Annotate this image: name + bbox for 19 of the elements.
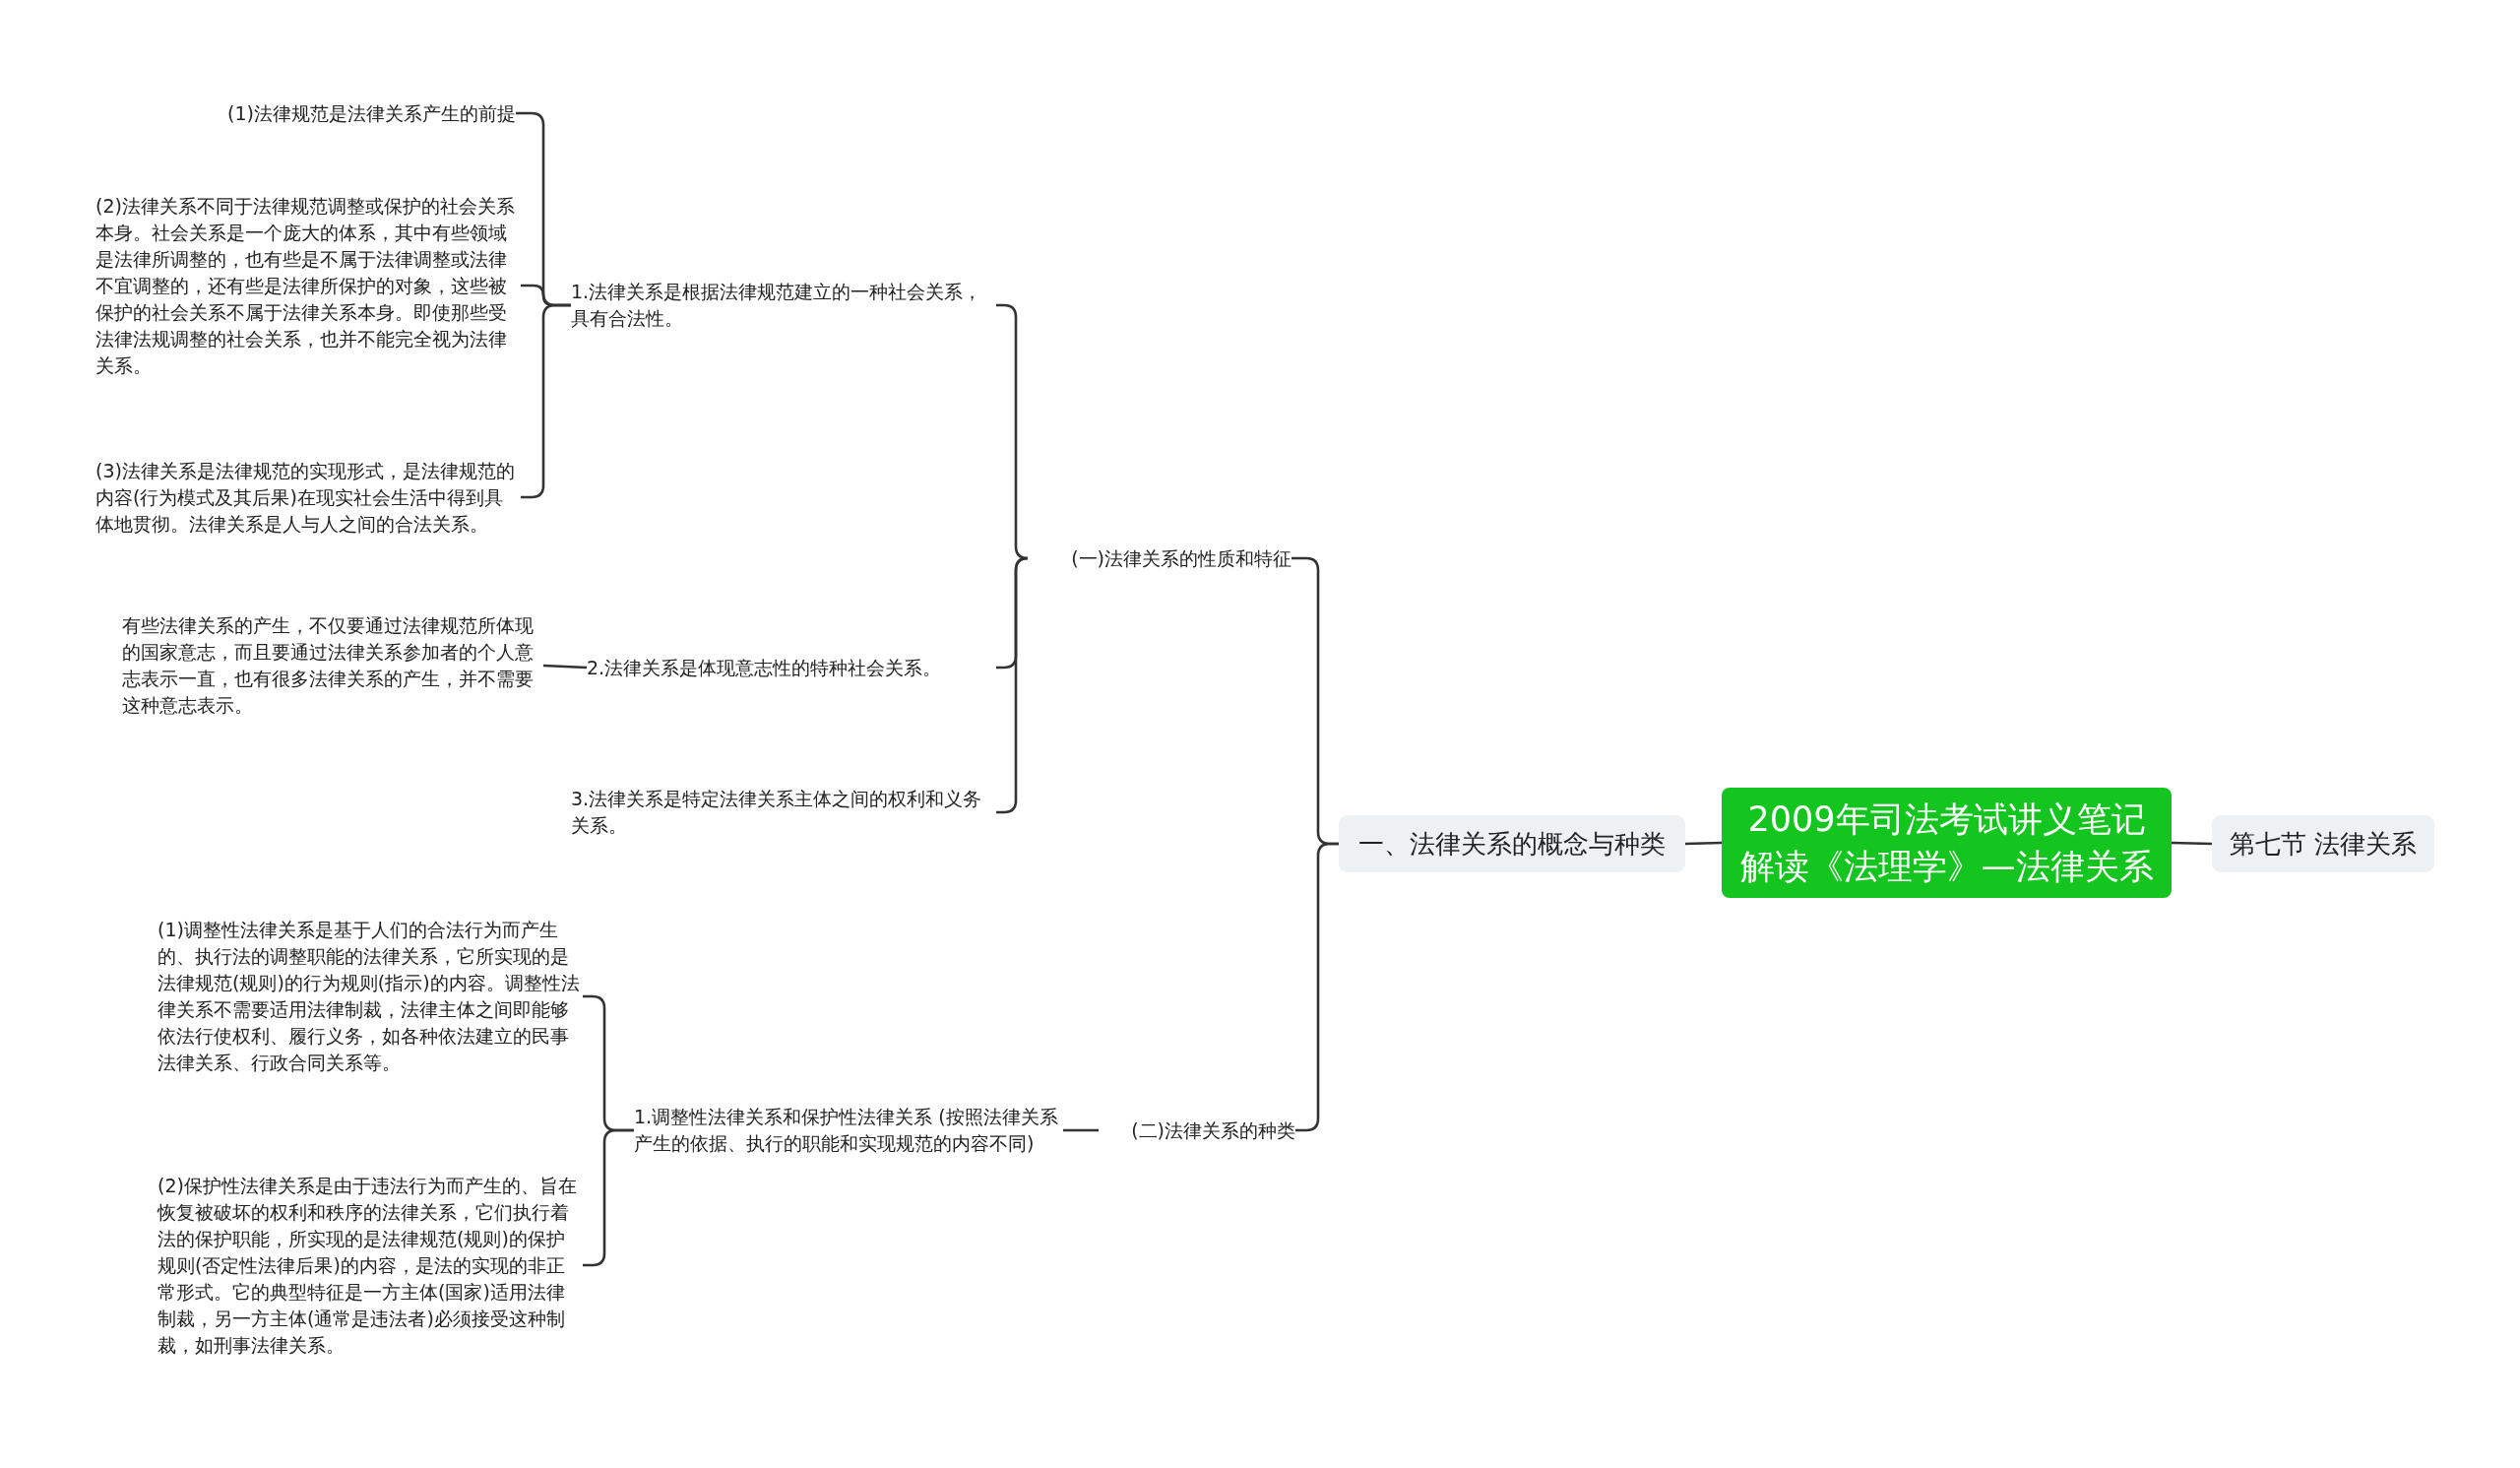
topic-text: (3)法律关系是法律规范的实现形式，是法律规范的内容(行为模式及其后果)在现实社会生活中得到具体地贯彻。法律关系是人与人之间的合法关系。	[95, 458, 516, 537]
connector-line	[2171, 841, 2213, 846]
topic-text: (1)调整性法律关系是基于人们的合法行为而产生的、执行法的调整职能的法律关系，它所实现的是法律规范(规则)的行为规则(指示)的内容。调整性法律关系不需要适用法律制裁，法律主体之间即能够依法行使权利、履行义务，如各种依法建立的民事法律关系、行政合同关系等。	[158, 918, 581, 1075]
topic-box: 一、法律关系的概念与种类	[1339, 815, 1685, 872]
topic-text: (2)保护性法律关系是由于违法行为而产生的、旨在恢复被破坏的权利和秩序的法律关系，它们执行着法的保护职能，所实现的是法律规范(规则)的保护规则(否定性法律后果)的内容，是法的实现的非正常形式。它的典型特征是一方主体(国家)适用法律制裁，另一方主体(通常是违法者)必须接受这种制裁，如刑事法律关系。	[158, 1173, 578, 1358]
topic-text: (一)法律关系的性质和特征	[1070, 545, 1292, 571]
central-topic-box: 2009年司法考试讲义笔记解读《法理学》—法律关系	[1722, 788, 2172, 898]
topic-text: 1.调整性法律关系和保护性法律关系 (按照法律关系产生的依据、执行的职能和实现规范的内容不同)	[634, 1105, 1059, 1156]
topic-text: (二)法律关系的种类	[1130, 1117, 1295, 1143]
connector-line	[1063, 1128, 1099, 1132]
topic-box: 第七节 法律关系	[2212, 815, 2434, 872]
topic-text: 有些法律关系的产生，不仅要通过法律规范所体现的国家意志，而且要通过法律关系参加者的个人意志表示一直，也有很多法律关系的产生，并不需要这种意志表示。	[122, 613, 535, 718]
topic-text: 1.法律关系是根据法律规范建立的一种社会关系，具有合法性。	[571, 280, 983, 331]
topic-text: (1)法律规范是法律关系产生的前提	[226, 100, 516, 126]
topic-text: (2)法律关系不同于法律规范调整或保护的社会关系本身。社会关系是一个庞大的体系，其中有些领域是法律所调整的，也有些是不属于法律调整或法律不宜调整的，还有些是法律所保护的对象，这些被保护的社会关系不属于法律关系本身。即使那些受法律法规调整的社会关系，也并不能完全视为法律关系。	[95, 193, 516, 378]
connector-line	[542, 664, 588, 670]
topic-text: 2.法律关系是体现意志性的特种社会关系。	[587, 655, 943, 680]
topic-text: 3.法律关系是特定法律关系主体之间的权利和义务关系。	[571, 787, 983, 838]
connector-line	[1684, 841, 1723, 846]
